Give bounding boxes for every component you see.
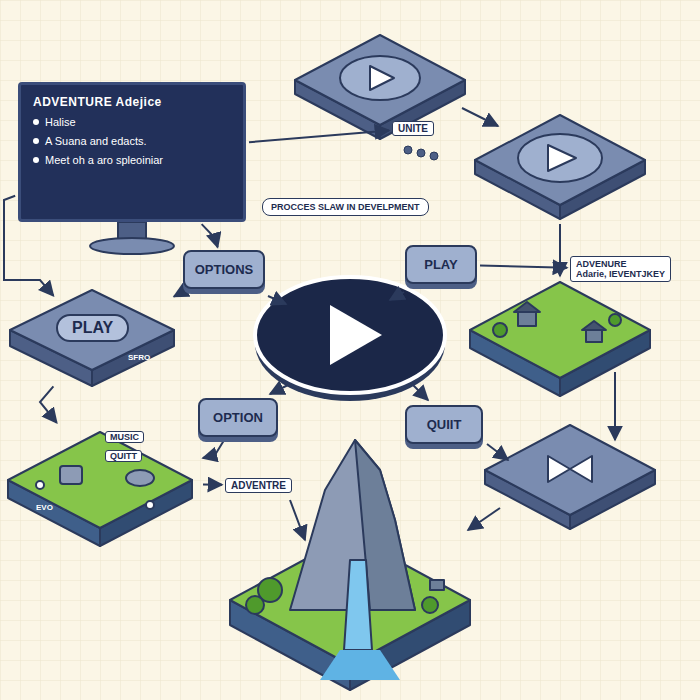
monitor-stand — [90, 222, 174, 254]
node-text: OPTIONS — [191, 262, 257, 277]
connector-arrow — [249, 131, 389, 143]
platform-top-right — [475, 115, 645, 219]
node-text: PLAY — [56, 314, 129, 342]
node-text: Meet oh a aro spleoiniar — [33, 154, 231, 166]
connector-arrow — [174, 290, 185, 296]
node-text: QUIIT — [413, 417, 475, 432]
node-text: OPTION — [206, 410, 270, 425]
grass-platform-right — [470, 282, 650, 396]
platform-node: PLAY SFRO — [12, 298, 172, 384]
monitor-screen: ADVENTURE AdejiceHalise A Suana and edact… — [18, 82, 246, 222]
tag-label: ADVENTRE — [225, 478, 292, 493]
node-text: QUITT — [105, 450, 142, 462]
note-box: PROCCES SLAW IN DEVELPMENT — [262, 198, 429, 216]
platform-bottom-right — [485, 425, 655, 529]
node-text: MUSIC — [105, 431, 144, 443]
node-text: PLAY — [413, 257, 469, 272]
connector-arrow — [480, 265, 567, 267]
node-text: Adarie, IEVENTJKEY — [576, 269, 665, 279]
node-text: EVO — [36, 503, 53, 512]
node-text: ADVENTRE — [231, 480, 286, 491]
node-text: PROCCES SLAW IN DEVELPMENT — [271, 202, 420, 212]
node-text: A Suana and edacts. — [33, 135, 231, 147]
menu-button: QUIIT — [405, 405, 483, 444]
connector-arrow — [203, 483, 222, 485]
tag-label: UNITE — [392, 121, 434, 136]
menu-button: PLAY — [405, 245, 477, 284]
platform-left — [10, 290, 174, 386]
node-text: ADVENTURE Adejice — [33, 95, 231, 109]
grass-node: MUSIC QUITT EVO — [10, 425, 200, 540]
platform-top — [295, 35, 465, 139]
node-text: SFRO — [128, 353, 150, 362]
grass-platform-left — [8, 432, 192, 546]
node-text: ADVENURE — [576, 259, 665, 269]
layout-arrows — [268, 108, 615, 540]
node-text: UNITE — [398, 123, 428, 134]
node-text: Halise — [33, 116, 231, 128]
connector-arrow — [203, 440, 225, 458]
connector-arrow — [202, 224, 218, 247]
menu-button: OPTIONS — [183, 250, 265, 289]
play-circle — [255, 277, 445, 401]
dots — [404, 146, 438, 160]
label-box: ADVENUREAdarie, IEVENTJKEY — [570, 256, 671, 282]
menu-button: OPTION — [198, 398, 278, 437]
connector-arrow — [40, 386, 57, 422]
